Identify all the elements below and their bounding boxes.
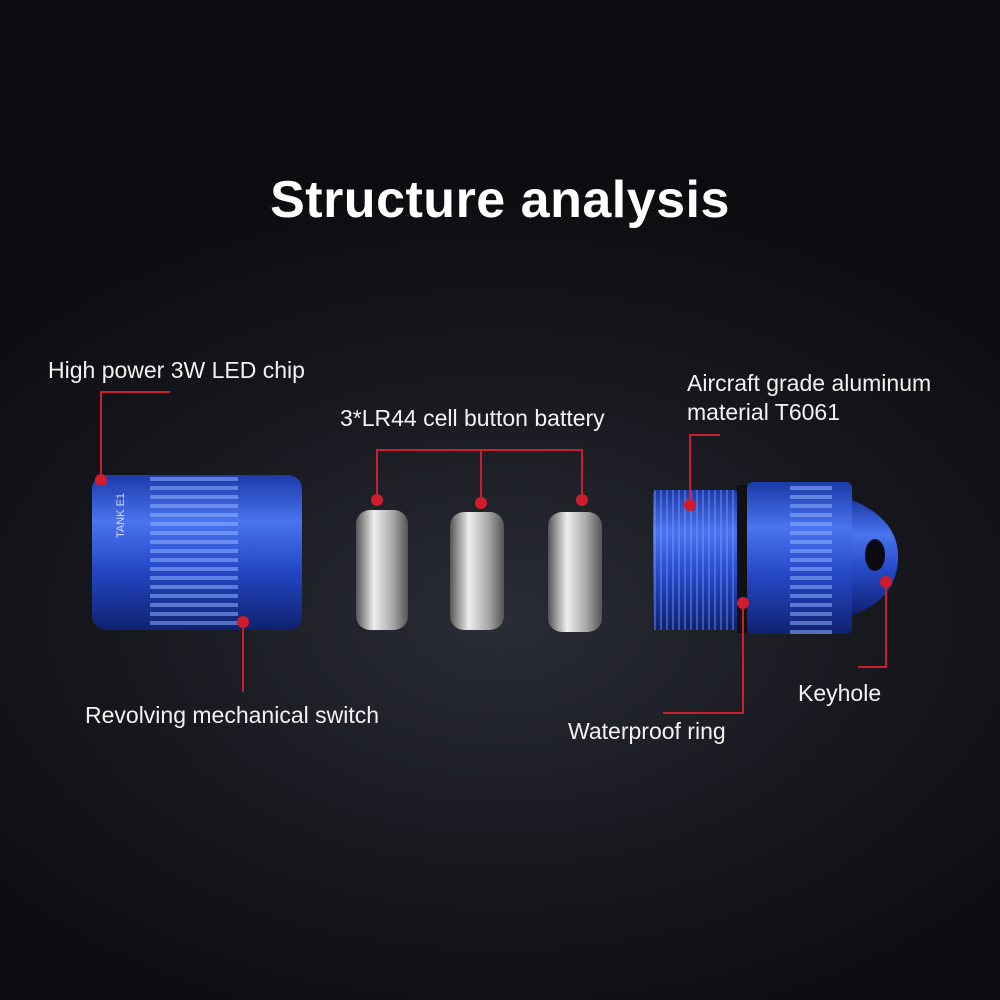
keyhole-opening	[865, 539, 885, 571]
flashlight-head: TANK E1	[92, 475, 302, 630]
page-title: Structure analysis	[270, 171, 730, 229]
leader-lines	[100, 391, 887, 714]
label-battery: 3*LR44 cell button battery	[340, 405, 605, 431]
label-switch: Revolving mechanical switch	[85, 702, 380, 728]
label-aluminum-1: Aircraft grade aluminum	[687, 370, 932, 396]
batteries	[356, 510, 602, 632]
label-aluminum-2: material T6061	[687, 399, 840, 425]
label-led-chip: High power 3W LED chip	[48, 357, 305, 383]
label-waterproof: Waterproof ring	[568, 718, 726, 744]
product-engraving: TANK E1	[115, 493, 127, 538]
flashlight-tail	[653, 482, 899, 634]
label-keyhole: Keyhole	[798, 680, 882, 706]
callout-dots	[95, 474, 892, 628]
